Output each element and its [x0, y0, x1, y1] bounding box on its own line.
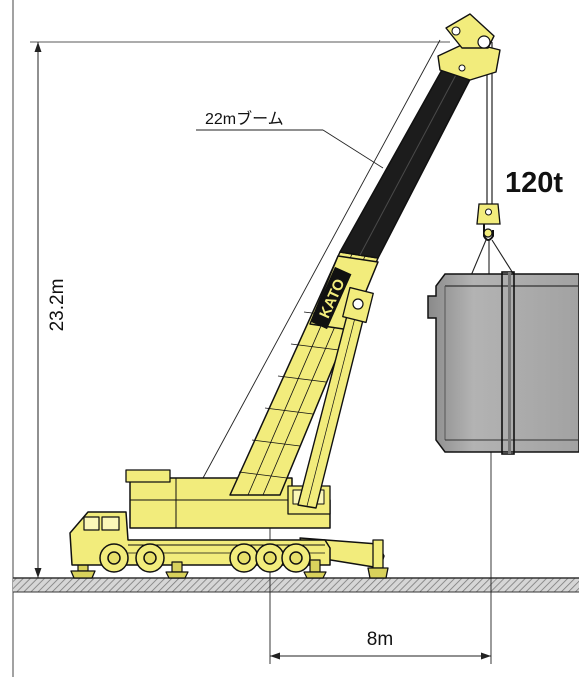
boom-label: 22mブーム: [205, 109, 284, 128]
radius-dimension: 8m: [269, 438, 492, 664]
ground: [13, 577, 579, 593]
height-dimension: 23.2m: [30, 41, 450, 578]
load: [427, 271, 579, 455]
hook-block: [476, 203, 501, 241]
boom-dimension: 22mブーム: [196, 39, 441, 479]
height-label: 23.2m: [47, 279, 68, 332]
radius-label: 8m: [367, 629, 393, 650]
wheels: [99, 543, 311, 573]
crane: KATO: [69, 13, 501, 579]
capacity-label: 120t: [505, 167, 563, 199]
